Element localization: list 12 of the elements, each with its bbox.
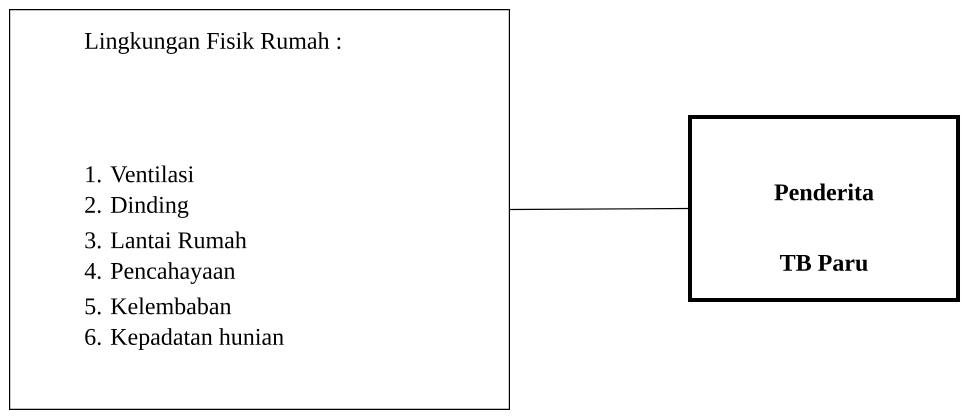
list-item: 2. Dinding bbox=[85, 196, 188, 218]
box-text: TB Paru bbox=[780, 255, 868, 271]
list-item: 1. Ventilasi bbox=[86, 165, 194, 182]
list-item: 6. Kepadatan hunian bbox=[85, 328, 284, 350]
list-item: 4. Pencahayaan bbox=[84, 262, 236, 284]
box-heading: Lingkungan Fisik Rumah : bbox=[84, 32, 340, 54]
outcome-box bbox=[688, 115, 960, 302]
factor-box bbox=[9, 9, 510, 410]
connector-line bbox=[510, 208, 688, 210]
list-item: 3. Lantai Rumah bbox=[85, 232, 247, 248]
list-item: 5. Kelembaban bbox=[86, 298, 232, 314]
box-text: Penderita bbox=[774, 184, 874, 200]
